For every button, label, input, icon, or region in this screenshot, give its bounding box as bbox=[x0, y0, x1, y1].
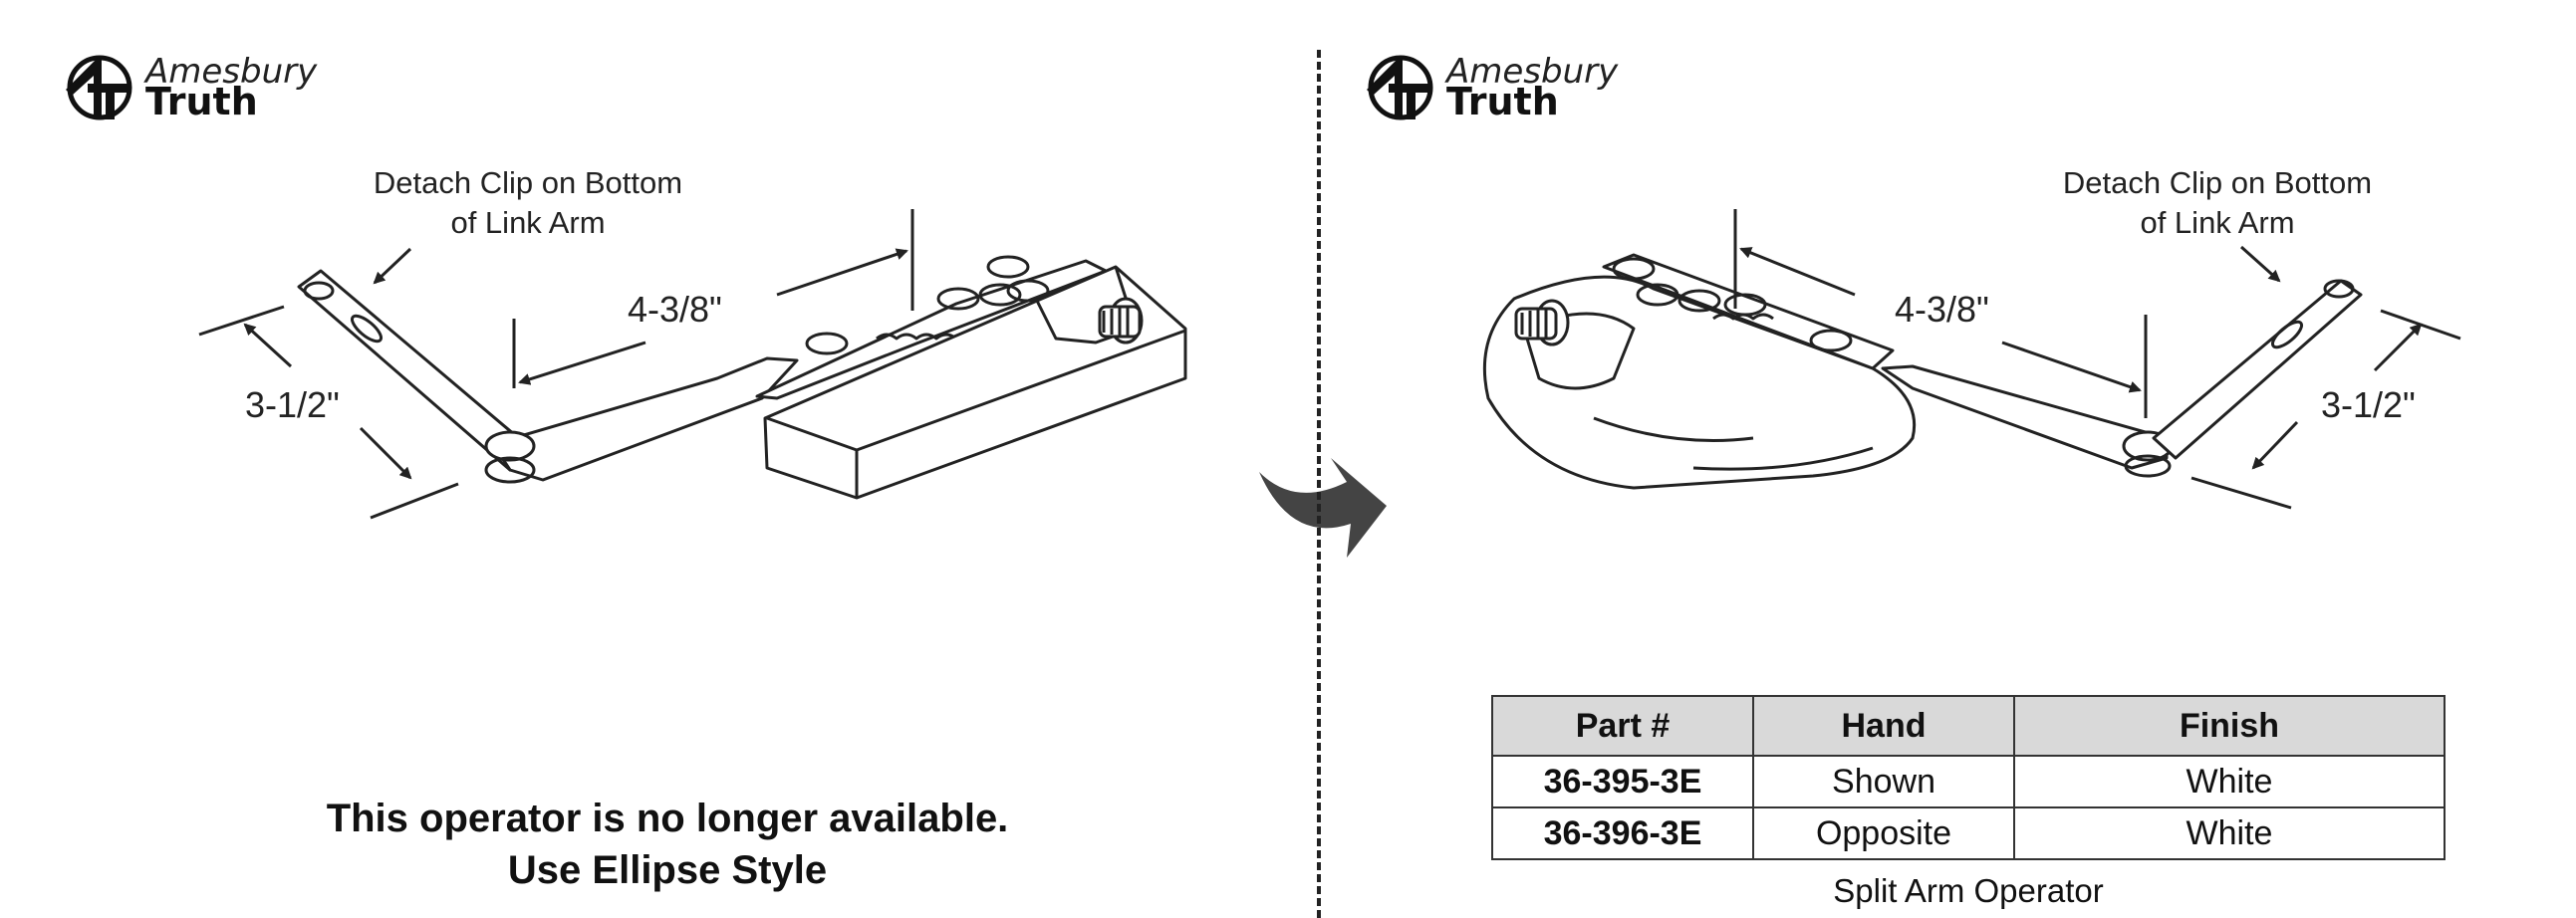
hand-cell: Opposite bbox=[1752, 806, 2015, 860]
parts-table: Part # Hand Finish 36-395-3E Shown White… bbox=[1491, 695, 2446, 860]
brand-line1: Amesbury bbox=[1446, 52, 1619, 92]
table-caption: Split Arm Operator bbox=[1833, 872, 2104, 909]
dimension-short-left: 3-1/2" bbox=[245, 384, 340, 425]
logo-right: Amesbury Truth bbox=[1363, 50, 1642, 129]
callout-right-line2: of Link Arm bbox=[2140, 205, 2295, 240]
logo-left: Amesbury Truth bbox=[62, 50, 341, 129]
flip-arrow-icon bbox=[1259, 458, 1387, 558]
callout-left-line2: of Link Arm bbox=[450, 205, 606, 240]
table-header-row: Part # Hand Finish bbox=[1491, 695, 2446, 757]
table-row: 36-396-3E Opposite White bbox=[1491, 806, 2446, 860]
brand-line1: Amesbury bbox=[145, 52, 318, 92]
callout-right: Detach Clip on Bottom of Link Arm bbox=[1988, 163, 2447, 243]
part-number-cell: 36-395-3E bbox=[1491, 755, 1754, 808]
header-part-number: Part # bbox=[1491, 695, 1754, 757]
finish-cell: White bbox=[2013, 755, 2446, 808]
header-hand: Hand bbox=[1752, 695, 2015, 757]
brand-line2: Truth bbox=[145, 80, 258, 123]
hand-cell: Shown bbox=[1752, 755, 2015, 808]
dimension-long-left: 4-3/8" bbox=[628, 289, 722, 330]
dimension-long-right: 4-3/8" bbox=[1895, 289, 1989, 330]
header-finish: Finish bbox=[2013, 695, 2446, 757]
table-row: 36-395-3E Shown White bbox=[1491, 755, 2446, 808]
dimension-short-right: 3-1/2" bbox=[2321, 384, 2416, 425]
notice-line2: Use Ellipse Style bbox=[507, 848, 828, 892]
part-number-cell: 36-396-3E bbox=[1491, 806, 1754, 860]
operator-left-drawing bbox=[198, 209, 1187, 520]
finish-cell: White bbox=[2013, 806, 2446, 860]
callout-right-line1: Detach Clip on Bottom bbox=[2062, 165, 2373, 200]
dashed-divider bbox=[1317, 50, 1321, 918]
amesbury-truth-logo-icon bbox=[1367, 55, 1433, 120]
brand-line2: Truth bbox=[1446, 80, 1559, 123]
callout-left: Detach Clip on Bottom of Link Arm bbox=[299, 163, 757, 243]
operator-right-drawing bbox=[1482, 209, 2461, 510]
amesbury-truth-logo-icon bbox=[66, 55, 132, 120]
discontinued-notice: This operator is no longer available. Us… bbox=[239, 793, 1096, 896]
notice-line1: This operator is no longer available. bbox=[326, 797, 1009, 840]
callout-left-line1: Detach Clip on Bottom bbox=[373, 165, 683, 200]
